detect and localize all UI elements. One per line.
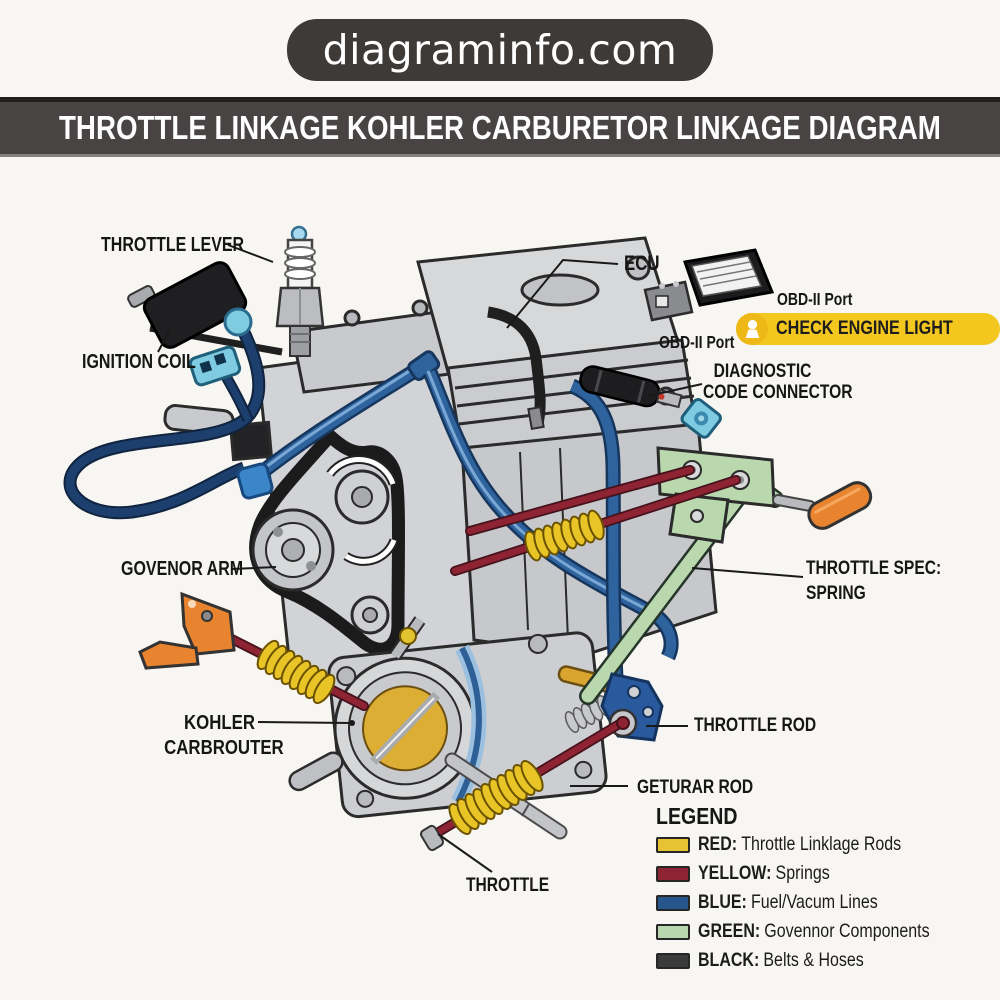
title-bar: THROTTLE LINKAGE KOHLER CARBURETOR LINKA… [0,97,1000,157]
pointer-lines [157,244,804,873]
legend-row-blue: BLUE:Fuel/Vacum Lines [656,888,980,917]
check-engine-icon [736,313,768,345]
label-ecu: ECU [624,252,660,275]
springs [256,509,605,836]
check-engine-light-text: CHECK ENGINE LIGHT [776,318,953,339]
legend-row-red: RED:Throttle Linklage Rods [656,830,980,859]
label-kohler-carbrouter: KOHLER CARBROUTER [164,711,284,759]
legend: LEGEND RED:Throttle Linklage Rods YELLOW… [656,803,980,975]
legend-swatch-blue [656,894,690,911]
carb-top-link [389,616,426,660]
label-throttle-lever: THROTTLE LEVER [101,234,245,256]
legend-title: LEGEND [656,803,738,829]
ecu-module [643,248,775,322]
site-banner[interactable]: diagraminfo.com [286,19,714,81]
check-engine-light-badge: CHECK ENGINE LIGHT [736,313,1000,345]
label-geturar-rod: GETURAR ROD [637,776,754,798]
label-obd-port-right: OBD-II Port [777,289,853,309]
legend-swatch-yellow [656,865,690,882]
legend-row-green: GREEN:Govennor Components [656,917,980,946]
governor-arm-part [138,591,236,670]
legend-swatch-green [656,923,690,940]
label-throttle-spec-spring: THROTTLE SPEC: SPRING [806,557,942,604]
label-diagnostic-code-connector: DIAGNOSTIC CODE CONNECTOR [703,361,853,403]
legend-row-black: BLACK:Belts & Hoses [656,946,980,975]
label-throttle-rod: THROTTLE ROD [694,714,817,736]
page-title: THROTTLE LINKAGE KOHLER CARBURETOR LINKA… [59,109,941,146]
governor-components [579,446,873,705]
legend-swatch-red [656,836,690,853]
label-govenor-arm: GOVENOR ARM [121,558,244,580]
header: diagraminfo.com [0,0,1000,100]
ignition-coil-part [63,261,274,520]
legend-swatch-black [656,952,690,969]
label-obd-port-left: OBD-II Port [659,332,735,352]
throttle-grip [807,481,873,530]
legend-row-yellow: YELLOW:Springs [656,859,980,888]
belt-and-pulleys [249,426,405,656]
diagnostic-connector [579,365,722,439]
spark-plug [275,225,325,357]
label-ignition-coil: IGNITION COIL [82,351,196,373]
label-throttle: THROTTLE [466,874,550,896]
